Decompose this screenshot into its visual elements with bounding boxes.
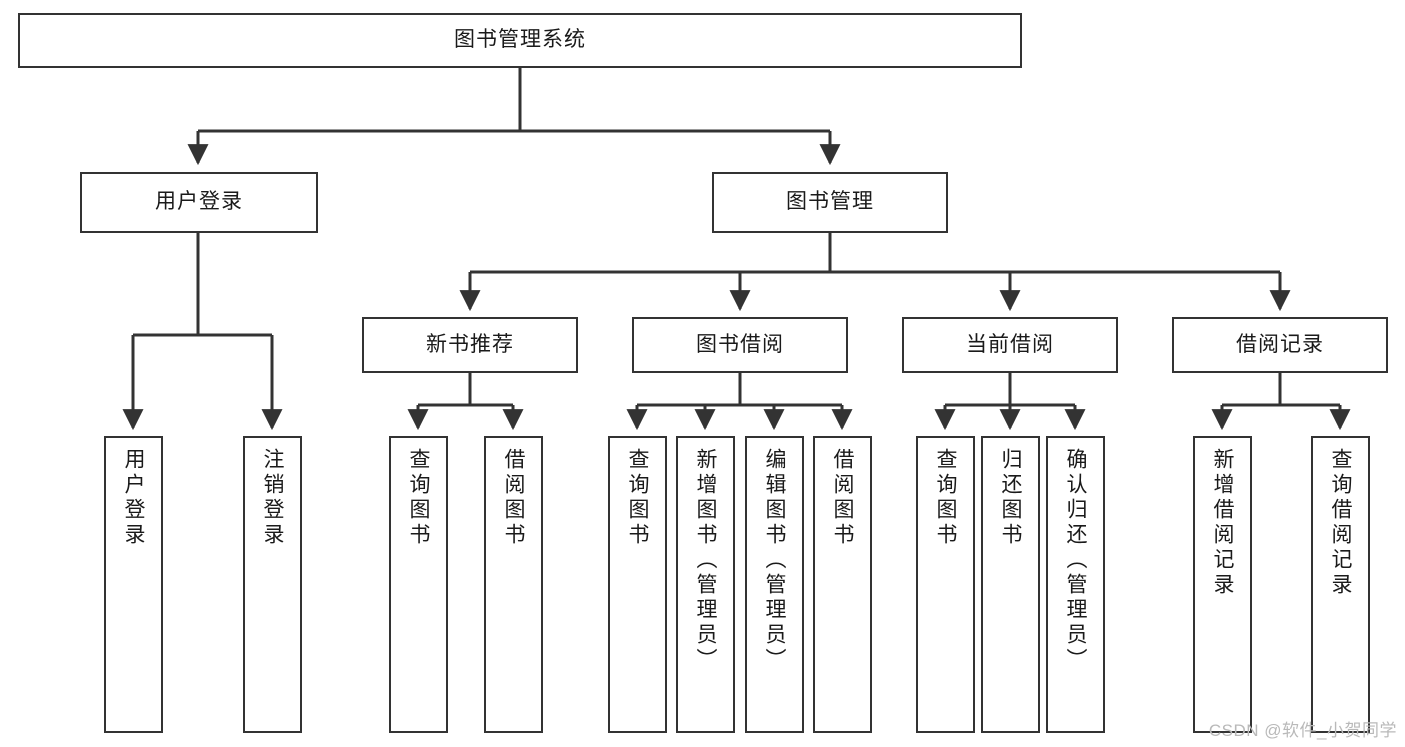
leaf-record-add-record[interactable]: 新增借阅记录	[1193, 436, 1252, 733]
leaf-record-query-record[interactable]: 查询借阅记录	[1311, 436, 1370, 733]
leaf-user-login[interactable]: 用户登录	[104, 436, 163, 733]
node-label: 借阅图书	[831, 448, 854, 548]
leaf-borrow-add-book[interactable]: 新增图书（管理员）	[676, 436, 735, 733]
leaf-user-logout[interactable]: 注销登录	[243, 436, 302, 733]
node-label: 新书推荐	[426, 332, 514, 356]
node-label: 查询借阅记录	[1329, 448, 1352, 598]
node-current-borrow[interactable]: 当前借阅	[902, 317, 1118, 373]
leaf-current-return-book[interactable]: 归还图书	[981, 436, 1040, 733]
node-label: 用户登录	[155, 190, 243, 214]
node-label: 注销登录	[261, 448, 284, 548]
leaf-current-confirm-return[interactable]: 确认归还（管理员）	[1046, 436, 1105, 733]
node-user-login[interactable]: 用户登录	[80, 172, 318, 233]
node-label: 查询图书	[626, 448, 649, 548]
leaf-borrow-borrow-book[interactable]: 借阅图书	[813, 436, 872, 733]
node-label: 当前借阅	[966, 332, 1054, 356]
node-label: 新增图书（管理员）	[694, 448, 717, 673]
node-label: 图书管理	[786, 190, 874, 214]
leaf-borrow-query-book[interactable]: 查询图书	[608, 436, 667, 733]
node-borrow-record[interactable]: 借阅记录	[1172, 317, 1388, 373]
leaf-borrow-edit-book[interactable]: 编辑图书（管理员）	[745, 436, 804, 733]
node-label: 确认归还（管理员）	[1064, 448, 1087, 673]
leaf-current-query-book[interactable]: 查询图书	[916, 436, 975, 733]
node-book-management[interactable]: 图书管理	[712, 172, 948, 233]
node-label: 用户登录	[122, 448, 145, 548]
node-root-system[interactable]: 图书管理系统	[18, 13, 1022, 68]
node-label: 编辑图书（管理员）	[763, 448, 786, 673]
node-label: 图书管理系统	[454, 28, 586, 52]
node-new-book-recommend[interactable]: 新书推荐	[362, 317, 578, 373]
node-label: 查询图书	[407, 448, 430, 548]
watermark-text: CSDN @软件_小贺同学	[1208, 721, 1397, 740]
node-label: 查询图书	[934, 448, 957, 548]
node-label: 借阅图书	[502, 448, 525, 548]
node-label: 新增借阅记录	[1211, 448, 1234, 598]
leaf-recommend-query-book[interactable]: 查询图书	[389, 436, 448, 733]
node-book-borrow[interactable]: 图书借阅	[632, 317, 848, 373]
node-label: 归还图书	[999, 448, 1022, 548]
node-label: 图书借阅	[696, 332, 784, 356]
leaf-recommend-borrow-book[interactable]: 借阅图书	[484, 436, 543, 733]
node-label: 借阅记录	[1236, 332, 1324, 356]
